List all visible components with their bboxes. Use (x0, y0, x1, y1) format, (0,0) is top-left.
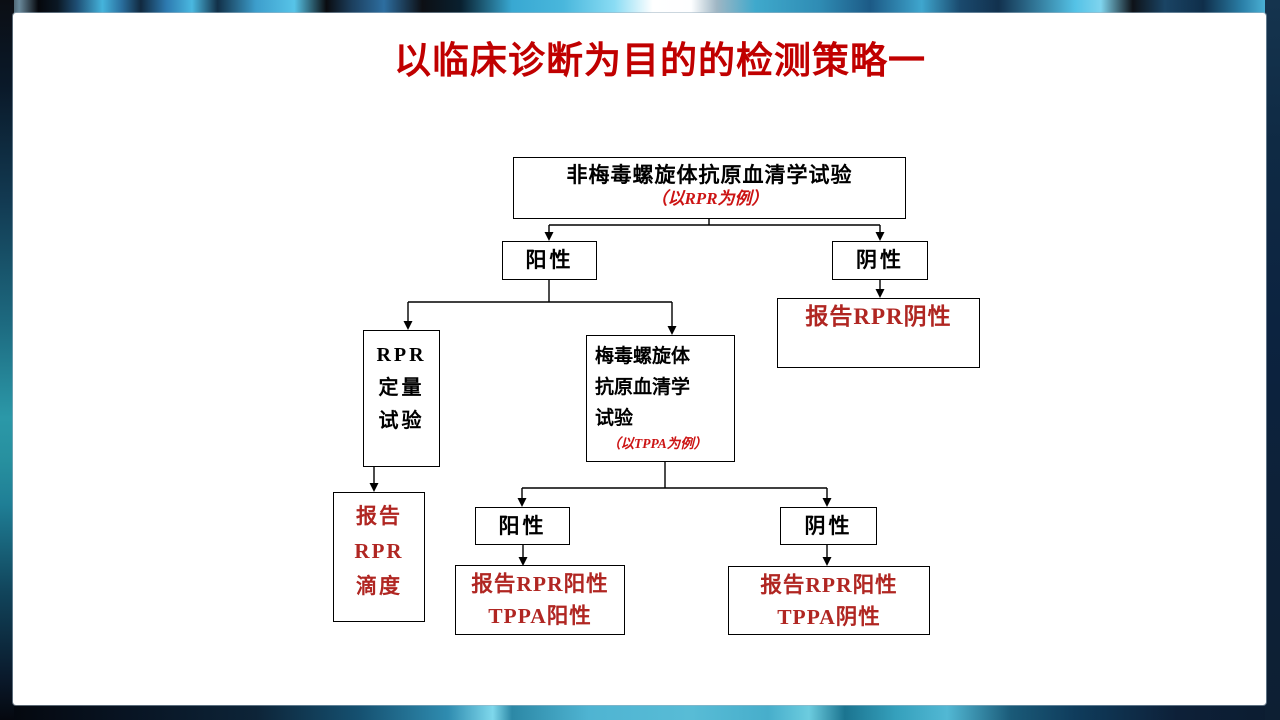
node-report-rpr-pos-tppa-neg-line1: 报告RPR阳性 (760, 573, 898, 597)
slide-title: 以临床诊断为目的的检测策略一 (394, 40, 926, 81)
frame-top-strip (0, 0, 1280, 14)
node-treponemal-test: 梅毒螺旋体 抗原血清学 试验 （以TPPA为例） (586, 335, 735, 462)
node-treponemal-test-subtitle: （以TPPA为例） (607, 436, 708, 451)
frame-left-strip (0, 0, 14, 720)
node-rpr-quantitative-line1: RPR (376, 344, 427, 366)
node-treponemal-test-line1: 梅毒螺旋体 (595, 346, 691, 367)
node-treponemal-test-line3: 试验 (595, 408, 634, 429)
node-rpr-positive: 阳性 (502, 241, 597, 280)
node-tppa-positive: 阳性 (475, 507, 570, 545)
node-rpr-quantitative-line2: 定量 (378, 377, 425, 399)
node-report-rpr-pos-tppa-pos: 报告RPR阳性 TPPA阳性 (455, 565, 625, 635)
node-report-rpr-negative: 报告RPR阴性 (777, 298, 980, 368)
frame-bottom-strip (0, 705, 1280, 720)
node-report-rpr-pos-tppa-pos-line1: 报告RPR阳性 (471, 572, 609, 596)
node-report-rpr-titer-line2: RPR (354, 539, 404, 563)
node-report-rpr-titer: 报告 RPR 滴度 (333, 492, 425, 622)
node-nontreponemal-test-subtitle: （以RPR为例） (650, 189, 769, 209)
node-rpr-quantitative-test: RPR 定量 试验 (363, 330, 440, 467)
node-nontreponemal-test: 非梅毒螺旋体抗原血清学试验 （以RPR为例） (513, 157, 906, 219)
node-treponemal-test-line2: 抗原血清学 (595, 377, 691, 398)
node-rpr-negative: 阴性 (832, 241, 928, 280)
node-report-rpr-titer-line3: 滴度 (356, 574, 402, 598)
node-report-rpr-pos-tppa-neg-line2: TPPA阴性 (777, 605, 881, 629)
frame-right-strip (1265, 0, 1280, 720)
node-tppa-negative: 阴性 (780, 507, 877, 545)
node-report-rpr-titer-line1: 报告 (356, 504, 402, 528)
node-nontreponemal-test-title: 非梅毒螺旋体抗原血清学试验 (566, 163, 853, 187)
node-report-rpr-pos-tppa-pos-line2: TPPA阳性 (488, 604, 592, 628)
node-rpr-quantitative-line3: 试验 (378, 410, 425, 432)
node-report-rpr-pos-tppa-neg: 报告RPR阳性 TPPA阴性 (728, 566, 930, 635)
